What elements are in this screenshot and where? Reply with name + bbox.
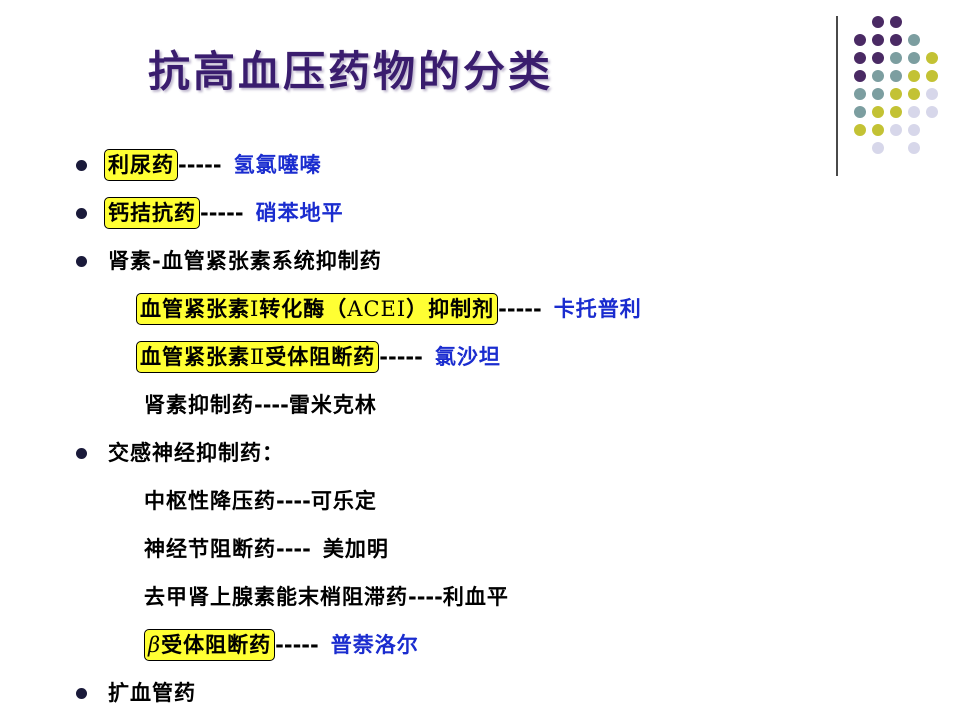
decorative-dot [908,34,920,46]
decorative-dot [908,124,920,136]
decorative-dot [926,88,938,100]
bullet-icon [76,688,87,699]
dash-separator: ---- [276,489,311,513]
decorative-dot [854,70,866,82]
acronym: ACEI [347,297,407,321]
decorative-dot [872,52,884,64]
dash-separator: ----- [200,201,244,225]
category-label: 扩血管药 [108,681,196,705]
drug-name: 利血平 [442,585,509,609]
category-label: 钙拮抗药 [108,201,196,225]
highlight-box: 血管紧张素Ⅰ转化酶（ACEI）抑制剂 [136,293,499,325]
category-label: 受体阻断药 [161,633,272,657]
dash-separator: ----- [275,633,319,657]
dash-separator: ---- [276,537,311,561]
drug-name: 硝苯地平 [255,201,344,225]
decorative-dot [890,16,902,28]
decorative-divider-line [836,16,838,176]
decorative-dot [872,34,884,46]
drug-name: 氯沙坦 [434,345,501,369]
decorative-dot [872,88,884,100]
drug-name: 可乐定 [310,489,377,513]
list-item-adrenergic: 去甲肾上腺素能末梢阻滞药----利血平 [144,581,509,613]
roman-numeral: Ⅱ [250,345,266,369]
category-label: 肾素抑制药 [144,393,254,417]
drug-name: 普萘洛尔 [330,633,419,657]
decorative-dot [926,52,938,64]
list-item-beta: β受体阻断药----- 普萘洛尔 [144,629,419,661]
category-label: 中枢性降压药 [144,489,276,513]
highlight-box: 利尿药 [104,149,178,181]
category-label-part: 血管紧张素 [140,345,250,369]
decorative-dot [872,142,884,154]
highlight-box: 血管紧张素Ⅱ受体阻断药 [136,341,380,373]
dash-separator: ----- [178,153,222,177]
list-item-renin: 肾素抑制药----雷米克林 [144,389,377,421]
decorative-dot [890,34,902,46]
dash-separator: ----- [379,345,423,369]
list-item-ccb: 钙拮抗药----- 硝苯地平 [104,197,344,229]
decorative-dot [872,70,884,82]
drug-name: 美加明 [322,537,389,561]
decorative-dot [890,52,902,64]
decorative-dot [872,16,884,28]
roman-numeral: Ⅰ [250,297,260,321]
list-item-ganglion: 神经节阻断药---- 美加明 [144,533,389,565]
category-label: 交感神经抑制药： [108,441,284,465]
decorative-dot [908,88,920,100]
decorative-dot [908,142,920,154]
decorative-dot [872,124,884,136]
decorative-dot [854,124,866,136]
slide-title: 抗高血压药物的分类 [148,47,554,96]
list-item-acei: 血管紧张素Ⅰ转化酶（ACEI）抑制剂----- 卡托普利 [136,293,642,325]
decorative-dot [926,70,938,82]
category-label-part: 血管紧张素 [140,297,250,321]
drug-name: 卡托普利 [553,297,642,321]
decorative-dot [854,106,866,118]
bullet-icon [76,256,87,267]
decorative-dot [854,52,866,64]
list-item-central: 中枢性降压药----可乐定 [144,485,377,517]
category-label-part: ）抑制剂 [406,297,495,321]
list-item-diuretics: 利尿药----- 氢氯噻嗪 [104,149,322,181]
category-label: 利尿药 [108,153,174,177]
bullet-icon [76,448,87,459]
decorative-dot [854,34,866,46]
drug-name: 雷米克林 [288,393,377,417]
category-label-part: 转化酶（ [259,297,348,321]
decorative-dot [890,70,902,82]
category-label-part: 受体阻断药 [265,345,376,369]
list-item-vasodilator: 扩血管药 [108,677,196,709]
decorative-dot [890,88,902,100]
decorative-dot [872,106,884,118]
dash-separator: ---- [408,585,443,609]
list-item-raas: 肾素-血管紧张素系统抑制药 [108,245,382,277]
decorative-dot [908,52,920,64]
bullet-icon [76,160,87,171]
decorative-dot [926,106,938,118]
list-item-arb: 血管紧张素Ⅱ受体阻断药----- 氯沙坦 [136,341,501,373]
greek-beta: β [148,633,162,657]
highlight-box: 钙拮抗药 [104,197,200,229]
drug-name: 氢氯噻嗪 [233,153,322,177]
dash-separator: ---- [254,393,289,417]
category-label: 肾素-血管紧张素系统抑制药 [108,249,382,273]
category-label: 去甲肾上腺素能末梢阻滞药 [144,585,408,609]
highlight-box: β受体阻断药 [144,629,276,661]
category-label: 神经节阻断药 [144,537,276,561]
list-item-sympatholytic: 交感神经抑制药： [108,437,284,469]
bullet-icon [76,208,87,219]
dash-separator: ----- [498,297,542,321]
decorative-dot [908,106,920,118]
decorative-dot [854,88,866,100]
decorative-dot [908,70,920,82]
decorative-dot [890,106,902,118]
decorative-dot [890,124,902,136]
